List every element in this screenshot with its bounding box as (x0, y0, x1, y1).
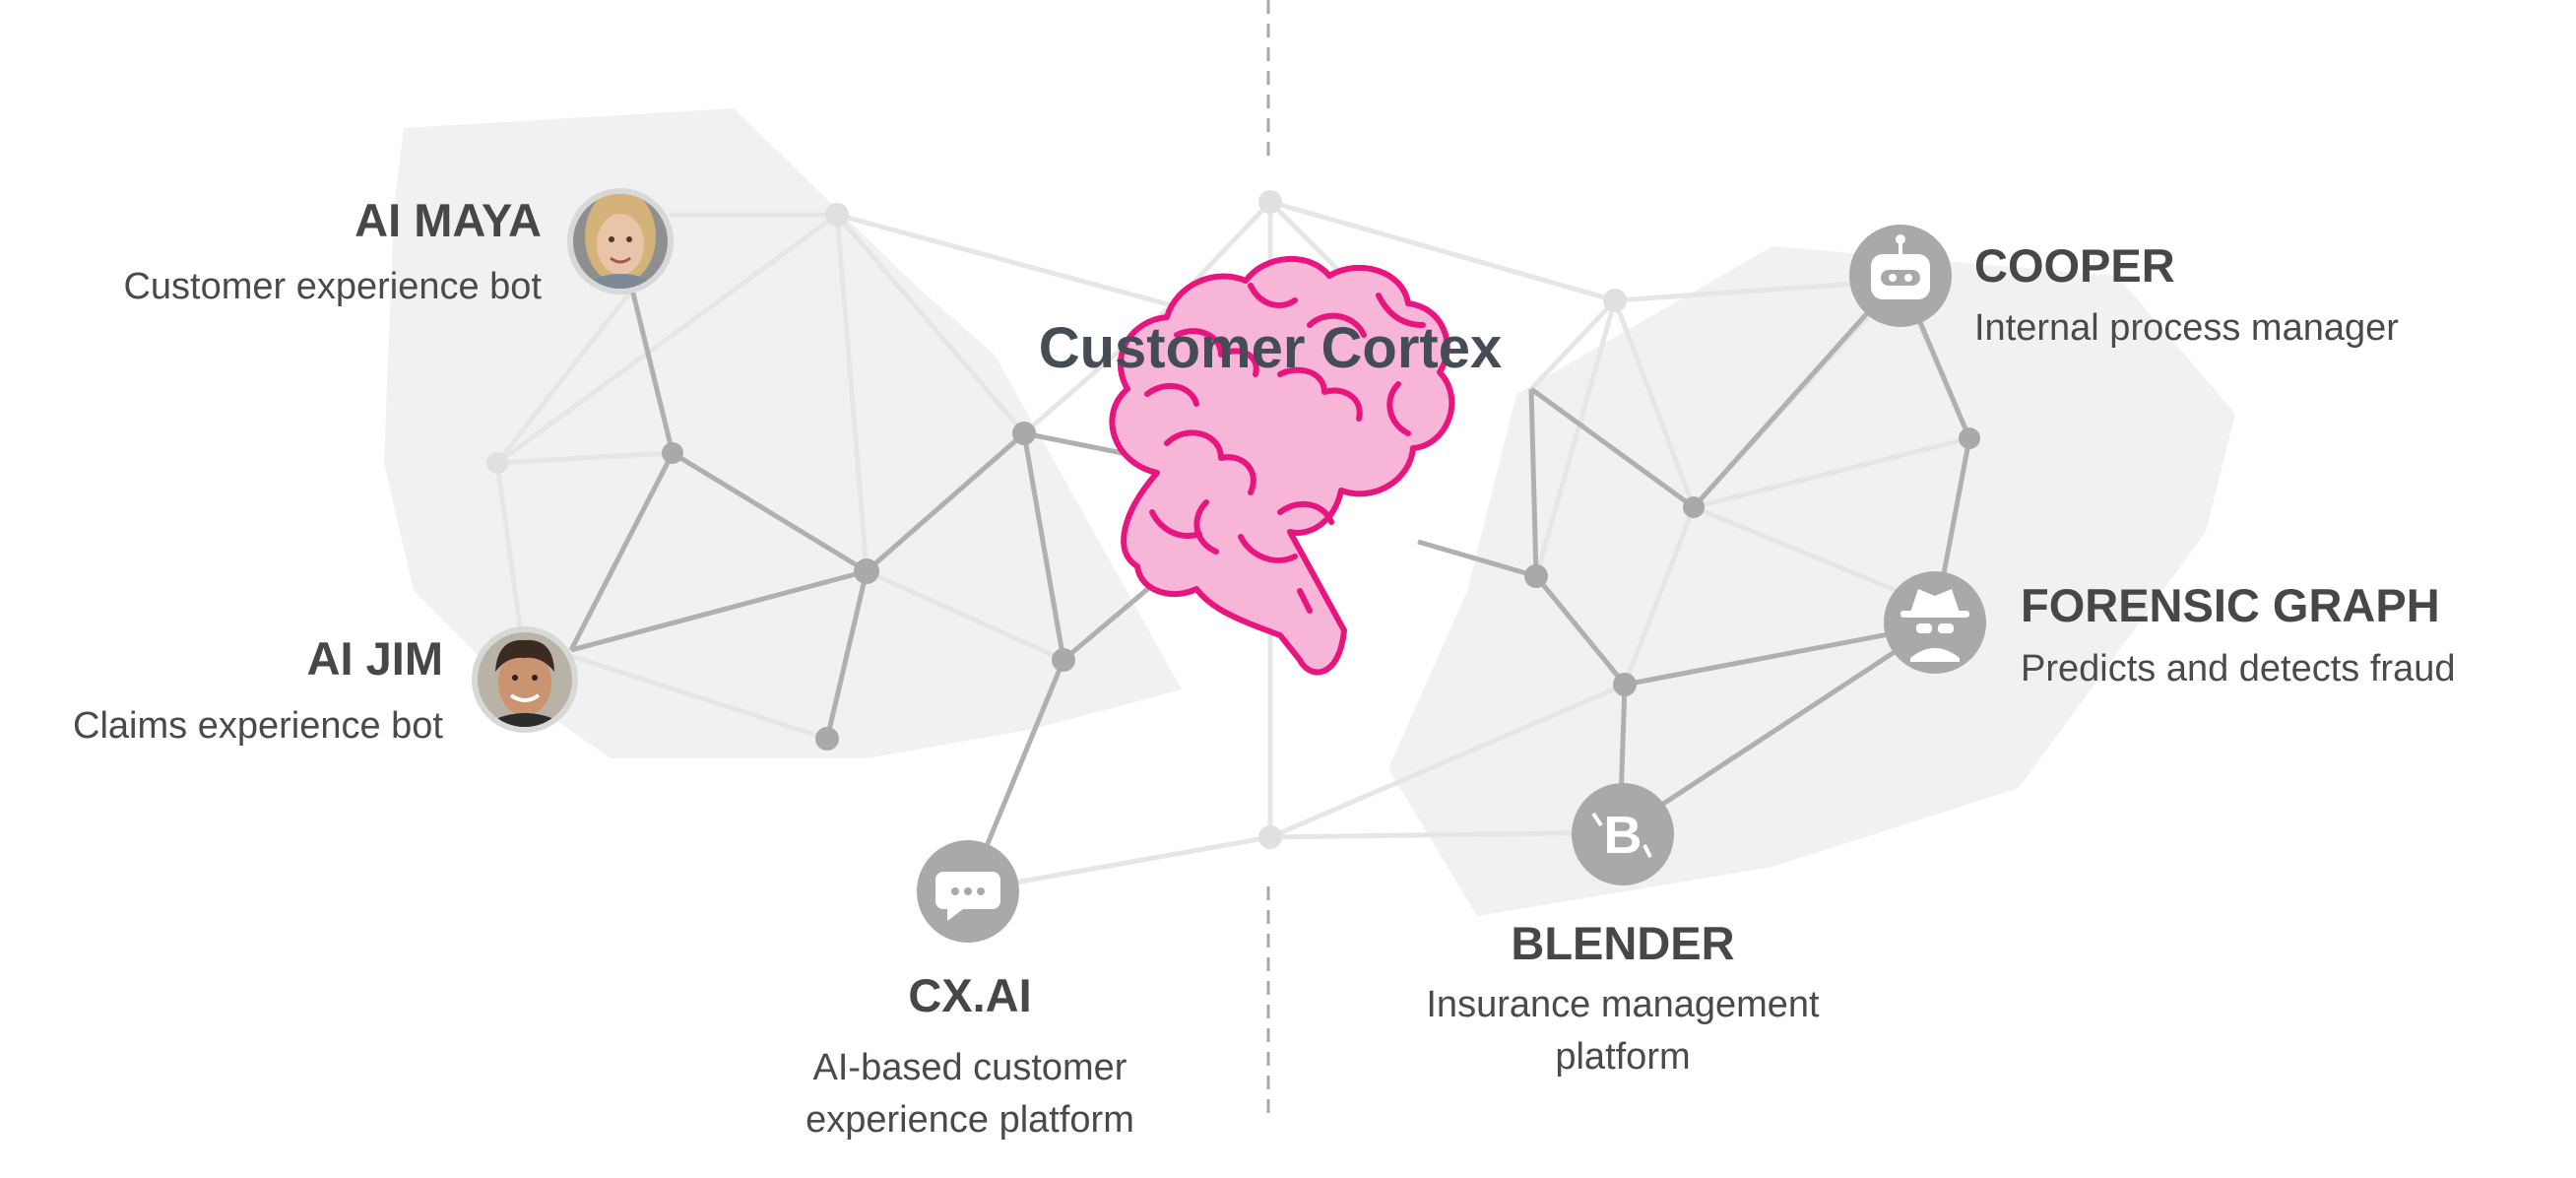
blender-subtitle-line2: platform (1555, 1036, 1691, 1078)
woman-avatar (567, 188, 674, 294)
forensic-graph-title: FORENSIC GRAPH (2021, 579, 2440, 631)
ai-jim-subtitle: Claims experience bot (73, 705, 443, 747)
cx-ai-title: CX.AI (908, 969, 1032, 1021)
dark-edges (568, 240, 1972, 892)
light-edges (494, 199, 1972, 894)
brain-icon (1109, 255, 1455, 676)
ai-maya-title: AI MAYA (354, 194, 542, 246)
ai-maya-subtitle: Customer experience bot (123, 266, 542, 307)
cx-ai-subtitle-line1: AI-based customer (812, 1047, 1127, 1088)
chat-bubble-icon (917, 840, 1019, 943)
small-nodes (662, 422, 1980, 751)
cooper-subtitle: Internal process manager (1974, 307, 2399, 349)
robot-icon (1849, 225, 1952, 327)
man-avatar (472, 626, 578, 733)
forensic-graph-subtitle: Predicts and detects fraud (2021, 648, 2456, 689)
blender-b-icon: B (1572, 783, 1674, 885)
blender-subtitle-line1: Insurance management (1426, 984, 1820, 1025)
ai-jim-title: AI JIM (306, 632, 443, 685)
cx-ai-subtitle-line2: experience platform (805, 1099, 1134, 1141)
spy-icon (1884, 571, 1986, 674)
svg-text:B: B (1604, 806, 1642, 865)
cooper-title: COOPER (1974, 239, 2175, 292)
blender-title: BLENDER (1511, 917, 1735, 969)
right-region (1388, 246, 2235, 916)
center-title: Customer Cortex (1038, 316, 1503, 380)
faint-nodes (486, 190, 1627, 849)
